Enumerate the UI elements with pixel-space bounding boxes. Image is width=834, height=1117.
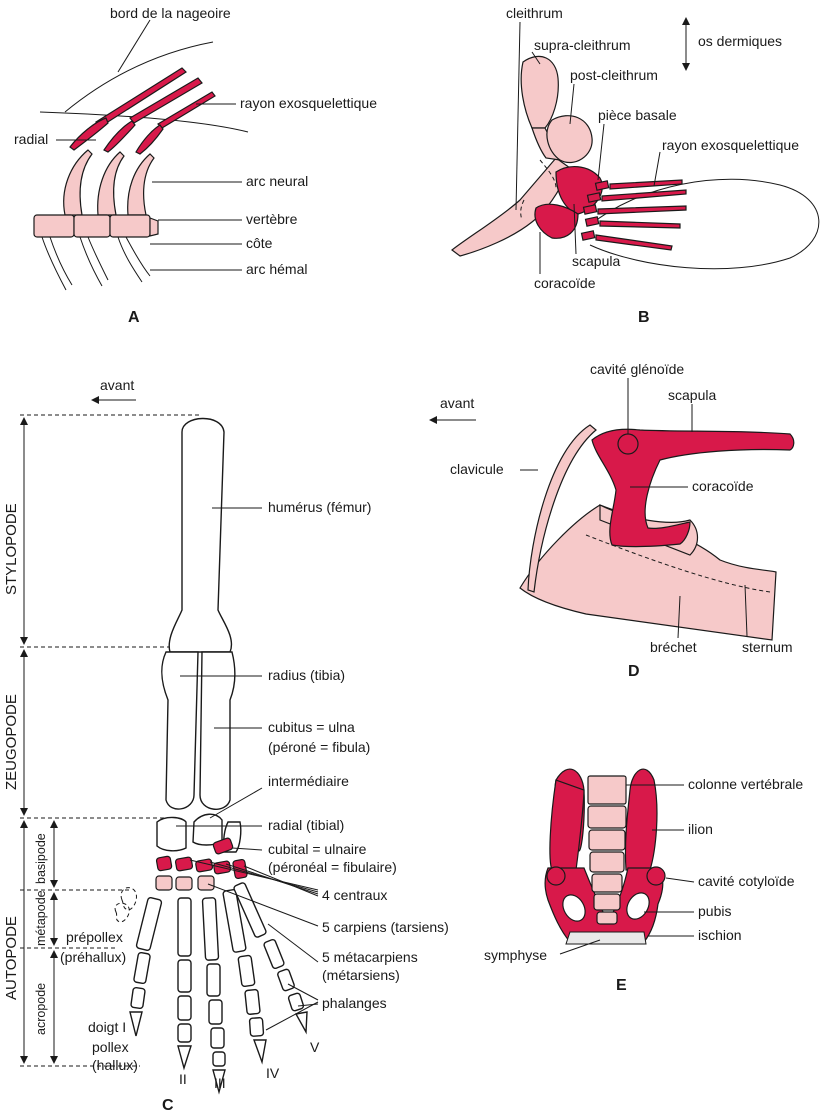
label-cleithrum: cleithrum [506,5,563,21]
label-keel: bréchet [650,639,697,655]
label-basipode: basipode [34,833,48,884]
intermedium-bone [193,814,222,845]
label-prepollex-1: prépollex [66,929,123,945]
symphysis [566,932,646,944]
label-prepollex-2: (préhallux) [60,949,126,965]
label-ulna-2: (péroné = fibula) [268,739,370,755]
label-ray: rayon exosquelettique [662,137,799,153]
panel-e: colonne vertébrale ilion cavité cotyloïd… [484,769,803,994]
radial-bones [70,118,163,154]
label-digit3: III [214,1075,226,1091]
label-stylopode: STYLOPODE [3,503,20,595]
label-zeugopode: ZEUGOPODE [3,694,20,790]
label-centrals: 4 centraux [322,887,387,903]
vertebral-column [588,776,626,924]
label-ulnare-2: (péronéal = fibulaire) [268,859,397,875]
glenoid-cavity [618,434,638,454]
right-ilium-bone [625,769,657,870]
label-digit4: IV [266,1065,280,1081]
label-scapula: scapula [572,253,620,269]
neural-arches [64,150,154,215]
radiale-bone [157,817,186,850]
label-acropode: acropode [34,983,48,1035]
label-spine: colonne vertébrale [688,776,803,792]
label-radius: radius (tibia) [268,667,345,683]
label-digit1-2: pollex [92,1039,129,1055]
digit-3 [202,898,225,1092]
label-metacarpals-2: (métarsiens) [322,967,400,983]
label-metapode: métapode [34,890,48,946]
prepollex-bone [121,888,136,910]
supra-cleithrum-bone [521,56,558,128]
label-ulna-1: cubitus = ulna [268,719,355,735]
label-pubis: pubis [698,903,731,919]
leader [598,124,604,180]
label-acetabulum: cavité cotyloïde [698,873,795,889]
label-digit2: II [179,1071,187,1087]
label-phalanges: phalanges [322,995,387,1011]
label-ischium: ischion [698,927,742,943]
label-supra-cleithrum: supra-cleithrum [534,37,630,53]
panel-b: cleithrum supra-cleithrum os dermiques p… [452,5,819,326]
label-basal-piece: pièce basale [598,107,677,123]
label-sternum: sternum [742,639,793,655]
digit-2 [178,898,191,1068]
label-carpals: 5 carpiens (tarsiens) [322,919,449,935]
acetabulum-left [547,867,565,885]
label-metacarpals-1: 5 métacarpiens [322,949,418,965]
label-ulnare-1: cubital = ulnaire [268,841,367,857]
label-forward-c: avant [100,377,134,393]
label-radiale: radial (tibial) [268,817,344,833]
label-neural-arch: arc neural [246,173,308,189]
label-rib: côte [246,235,273,251]
panel-d: avant cavité glénoïde scapula clavicule … [430,361,794,680]
label-glenoid: cavité glénoïde [590,361,684,377]
label-post-cleithrum: post-cleithrum [570,67,658,83]
label-humerus: humérus (fémur) [268,499,371,515]
acetabulum-right [647,867,665,885]
label-vertebra: vertèbre [246,211,298,227]
label-haemal-arch: arc hémal [246,261,307,277]
panel-letter-d: D [628,663,640,680]
label-fin-edge: bord de la nageoire [110,5,231,21]
panel-a: bord de la nageoire rayon exosquelettiqu… [14,5,377,326]
humerus-bone [169,418,231,652]
label-ilium: ilion [688,821,713,837]
label-intermediate: intermédiaire [268,773,349,789]
label-clavicle: clavicule [450,461,504,477]
label-autopode: AUTOPODE [3,916,20,1000]
fin-rays [596,180,686,250]
label-digit1-3: (hallux) [92,1057,138,1073]
leader [118,20,150,72]
panel-letter-b: B [638,309,650,326]
label-digit1-1: doigt I [88,1019,126,1035]
label-radial: radial [14,131,48,147]
label-scapula: scapula [668,387,716,403]
label-coracoid: coracoïde [692,478,754,494]
label-ray: rayon exosquelettique [240,95,377,111]
panel-letter-a: A [128,309,140,326]
digit-1 [130,897,162,1036]
panel-c: avant STYLOPODE ZEUGOPODE AUTOPODE basip… [3,377,449,1114]
label-digit5: V [310,1039,320,1055]
label-symphysis: symphyse [484,947,547,963]
ribs-haemal [42,237,150,290]
leader [516,22,520,210]
label-forward-d: avant [440,395,474,411]
distal-carpals [156,876,214,890]
label-coracoid: coracoïde [534,275,596,291]
panel-letter-e: E [616,977,627,994]
label-dermal-bones: os dermiques [698,33,782,49]
panel-letter-c: C [162,1097,174,1114]
vertebrae [34,215,158,237]
